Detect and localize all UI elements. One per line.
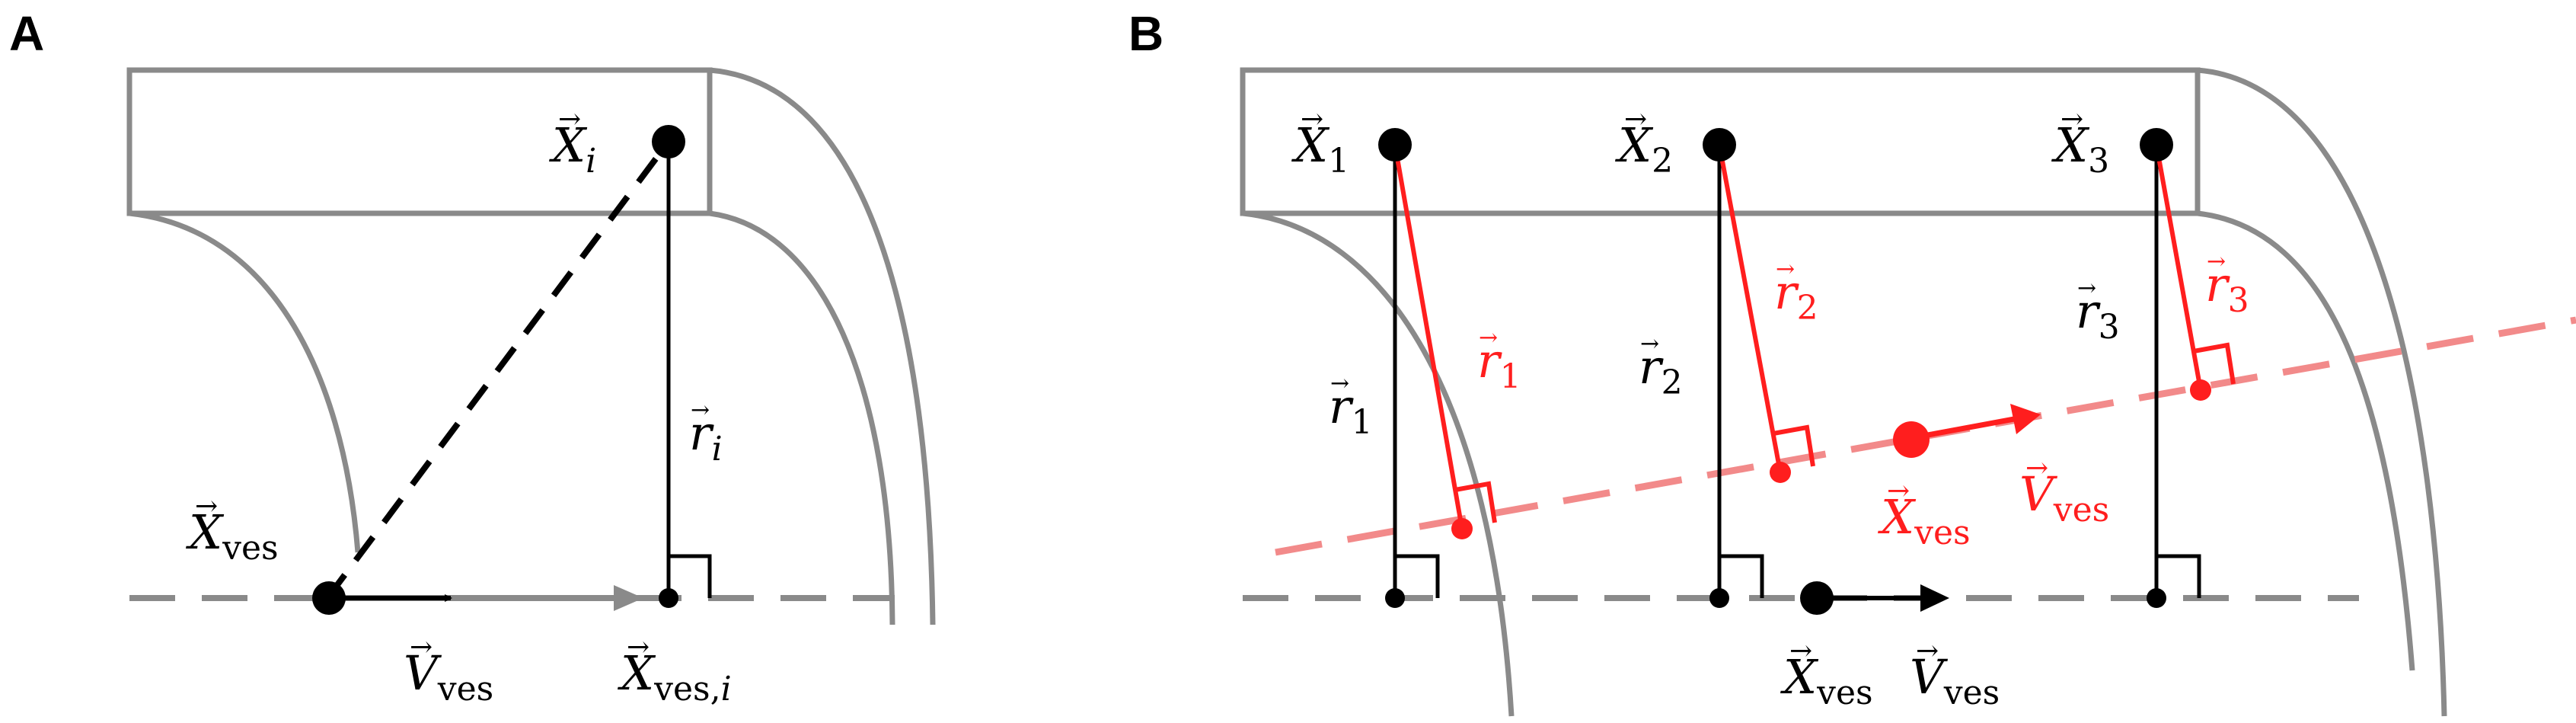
vector-arrow-glyph: → bbox=[2060, 104, 2083, 135]
panel-b-right-angle-1 bbox=[1395, 554, 1440, 598]
panel-b-sensor-3 bbox=[2140, 128, 2173, 162]
vector-arrow-glyph: → bbox=[1640, 331, 1659, 357]
label-v-ves-red: Vves → bbox=[2019, 453, 2109, 529]
svg-text:r3: r3 bbox=[2205, 257, 2249, 320]
label-x-ves-black: Xves → bbox=[1780, 635, 1873, 712]
vector-arrow-glyph: → bbox=[1776, 256, 1795, 283]
svg-text:Vves: Vves bbox=[1910, 649, 2000, 712]
svg-text:X1: X1 bbox=[1291, 117, 1349, 181]
panel-a-road-rect bbox=[126, 67, 713, 216]
panel-b-foot-1 bbox=[1385, 588, 1405, 608]
panel-a-foot-point bbox=[659, 588, 678, 608]
panel-b-red-right-angle-1 bbox=[1454, 481, 1497, 523]
panel-b-red-foot-3 bbox=[2190, 379, 2211, 401]
panel-b-letter: B bbox=[1128, 6, 1164, 61]
panel-a-right-angle bbox=[669, 554, 712, 598]
vector-arrow-glyph: → bbox=[1479, 325, 1498, 351]
svg-text:r1: r1 bbox=[1329, 379, 1373, 442]
label-x-ves-red: Xves → bbox=[1878, 475, 1971, 552]
panel-a-sensor-point bbox=[652, 125, 685, 158]
panel-b-velocity-arrowhead bbox=[1920, 584, 1949, 612]
panel-b-red-velocity-arrowhead bbox=[2010, 404, 2041, 434]
panel-a-left-curve bbox=[129, 210, 361, 553]
label-r2-red: r2 → bbox=[1774, 256, 1818, 328]
panel-b-red-right-angle-2 bbox=[1773, 424, 1815, 467]
label-r1-red: r1 → bbox=[1477, 325, 1521, 396]
vector-arrow-glyph: → bbox=[1330, 370, 1349, 397]
svg-text:r2: r2 bbox=[1774, 264, 1818, 328]
panel-b-foot-2 bbox=[1709, 588, 1729, 608]
svg-text:Vves: Vves bbox=[2019, 466, 2109, 529]
vector-arrow-glyph: → bbox=[691, 397, 710, 424]
vector-arrow-glyph: → bbox=[1624, 104, 1647, 135]
svg-text:X3: X3 bbox=[2051, 117, 2109, 181]
vector-arrow-glyph: → bbox=[2077, 275, 2096, 302]
panel-b: B bbox=[1128, 6, 2576, 717]
vector-arrow-glyph: → bbox=[558, 104, 581, 135]
svg-text:r3: r3 bbox=[2076, 283, 2120, 347]
label-x-i: Xi → bbox=[549, 104, 596, 181]
svg-text:Vves: Vves bbox=[404, 645, 493, 709]
vector-arrow-glyph: → bbox=[1301, 104, 1323, 135]
label-v-ves-black: Vves → bbox=[1910, 635, 2000, 712]
vector-arrow-glyph: → bbox=[2207, 248, 2226, 275]
panel-b-sensor-2 bbox=[1703, 128, 1736, 162]
vector-arrow-glyph: → bbox=[1916, 635, 1939, 667]
panel-a-vessel-point bbox=[312, 581, 346, 615]
panel-a-inner-curve bbox=[709, 210, 895, 625]
label-x2: X2 → bbox=[1615, 104, 1673, 181]
panel-b-vessel-point bbox=[1800, 581, 1834, 615]
panel-a-road bbox=[126, 67, 936, 625]
panel-b-outer-curve bbox=[2197, 67, 2447, 717]
vector-arrow-glyph: → bbox=[195, 491, 218, 522]
svg-text:X2: X2 bbox=[1615, 117, 1673, 181]
vector-arrow-glyph: → bbox=[1789, 635, 1812, 667]
panel-b-right-angle-3 bbox=[2156, 554, 2201, 598]
label-r3-black: r3 → bbox=[2076, 275, 2120, 347]
panel-b-r2-red-line bbox=[1717, 144, 1783, 473]
vector-arrow-glyph: → bbox=[627, 632, 650, 663]
vector-arrow-glyph: → bbox=[1887, 475, 1910, 507]
label-x-ves-i: Xves,i → bbox=[618, 632, 732, 709]
svg-text:r2: r2 bbox=[1639, 339, 1683, 402]
panel-b-road bbox=[1240, 67, 2447, 717]
panel-b-inner-curve bbox=[2197, 210, 2415, 671]
panel-b-r1-red-line bbox=[1393, 144, 1464, 529]
svg-text:r1: r1 bbox=[1477, 333, 1521, 396]
label-v-ves-a: Vves → bbox=[404, 632, 493, 709]
svg-text:Xves: Xves bbox=[1878, 489, 1971, 552]
label-r1-black: r1 → bbox=[1329, 370, 1373, 442]
label-x1: X1 → bbox=[1291, 104, 1349, 181]
label-x3: X3 → bbox=[2051, 104, 2109, 181]
panel-a-letter: A bbox=[9, 6, 44, 61]
panel-b-left-curve bbox=[1242, 210, 1515, 717]
panel-b-right-angle-2 bbox=[1719, 554, 1764, 598]
label-r2-black: r2 → bbox=[1639, 331, 1683, 402]
panel-a-grey-arrowhead bbox=[614, 585, 643, 611]
svg-text:ri: ri bbox=[689, 405, 723, 469]
panel-b-red-foot-1 bbox=[1451, 518, 1473, 539]
vector-arrow-glyph: → bbox=[2025, 453, 2048, 484]
panel-b-red-vessel-point bbox=[1893, 421, 1930, 458]
panel-b-r3-red-line bbox=[2154, 144, 2203, 391]
panel-b-red-velocity-line bbox=[1910, 414, 2023, 441]
label-r-i: ri → bbox=[689, 397, 723, 469]
label-r3-red: r3 → bbox=[2205, 248, 2249, 320]
label-x-ves-a: Xves → bbox=[186, 491, 279, 568]
panel-a-distance-line bbox=[324, 139, 672, 600]
panel-b-red-right-angle-3 bbox=[2193, 342, 2236, 385]
panel-b-red-foot-2 bbox=[1770, 462, 1791, 483]
panel-a-outer-curve bbox=[709, 67, 936, 625]
svg-text:Xves: Xves bbox=[186, 504, 279, 568]
vector-arrow-glyph: → bbox=[410, 632, 433, 663]
svg-text:Xves,i: Xves,i bbox=[618, 645, 732, 709]
panel-b-foot-3 bbox=[2147, 588, 2166, 608]
panel-a: A Xi → Xves → V bbox=[9, 6, 936, 709]
svg-text:Xves: Xves bbox=[1780, 649, 1873, 712]
panel-b-sensor-1 bbox=[1378, 128, 1412, 162]
svg-text:Xi: Xi bbox=[549, 117, 596, 181]
